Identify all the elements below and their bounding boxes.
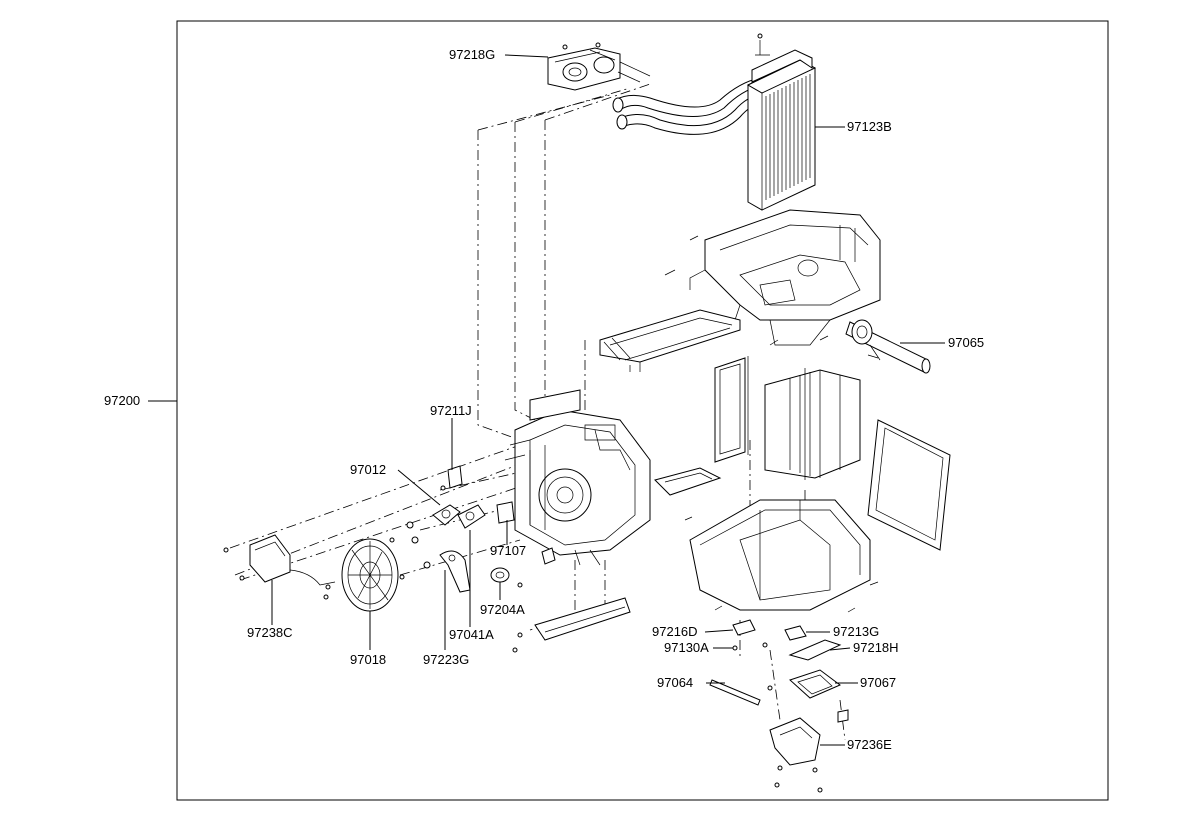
heater-pipes-drawing — [612, 77, 769, 135]
label-97204A: 97204A — [480, 602, 525, 617]
defrost-duct-drawing — [599, 309, 741, 372]
label-97213G: 97213G — [833, 624, 879, 639]
leader-lines — [271, 54, 945, 746]
label-97041A: 97041A — [449, 627, 494, 642]
part-97211J-drawing — [440, 465, 463, 491]
bottom-parts-drawing — [709, 619, 849, 793]
filter-frame-drawing — [867, 419, 951, 551]
assembly-label: 97200 — [104, 393, 140, 408]
label-97223G: 97223G — [423, 652, 469, 667]
label-97012: 97012 — [350, 462, 386, 477]
part-97123B-drawing — [746, 33, 817, 211]
label-97065: 97065 — [948, 335, 984, 350]
main-housing-drawing — [504, 389, 651, 566]
label-97130A: 97130A — [664, 640, 709, 655]
part-97018-drawing — [341, 538, 399, 612]
label-97216D: 97216D — [652, 624, 698, 639]
part-97065-drawing — [845, 319, 931, 374]
upper-case-drawing — [664, 209, 881, 346]
filter-drawing — [714, 356, 861, 480]
label-97067: 97067 — [860, 675, 896, 690]
part-97238C-drawing — [223, 534, 336, 600]
label-97218H: 97218H — [853, 640, 899, 655]
label-97064: 97064 — [657, 675, 693, 690]
label-97107: 97107 — [490, 543, 526, 558]
links-drawing — [389, 501, 556, 593]
label-97236E: 97236E — [847, 737, 892, 752]
label-97123B: 97123B — [847, 119, 892, 134]
bracket-drawing — [512, 597, 631, 653]
diagram-frame — [176, 20, 1109, 801]
lower-case-drawing — [654, 467, 879, 613]
label-97218G: 97218G — [449, 47, 495, 62]
label-97238C: 97238C — [247, 625, 293, 640]
part-97218G-drawing — [547, 42, 651, 91]
label-97018: 97018 — [350, 652, 386, 667]
part-labels: 97218G 97123B 97065 97211J 97012 97107 9… — [247, 47, 984, 752]
part-97204A-drawing — [490, 567, 510, 583]
label-97211J: 97211J — [430, 403, 472, 418]
